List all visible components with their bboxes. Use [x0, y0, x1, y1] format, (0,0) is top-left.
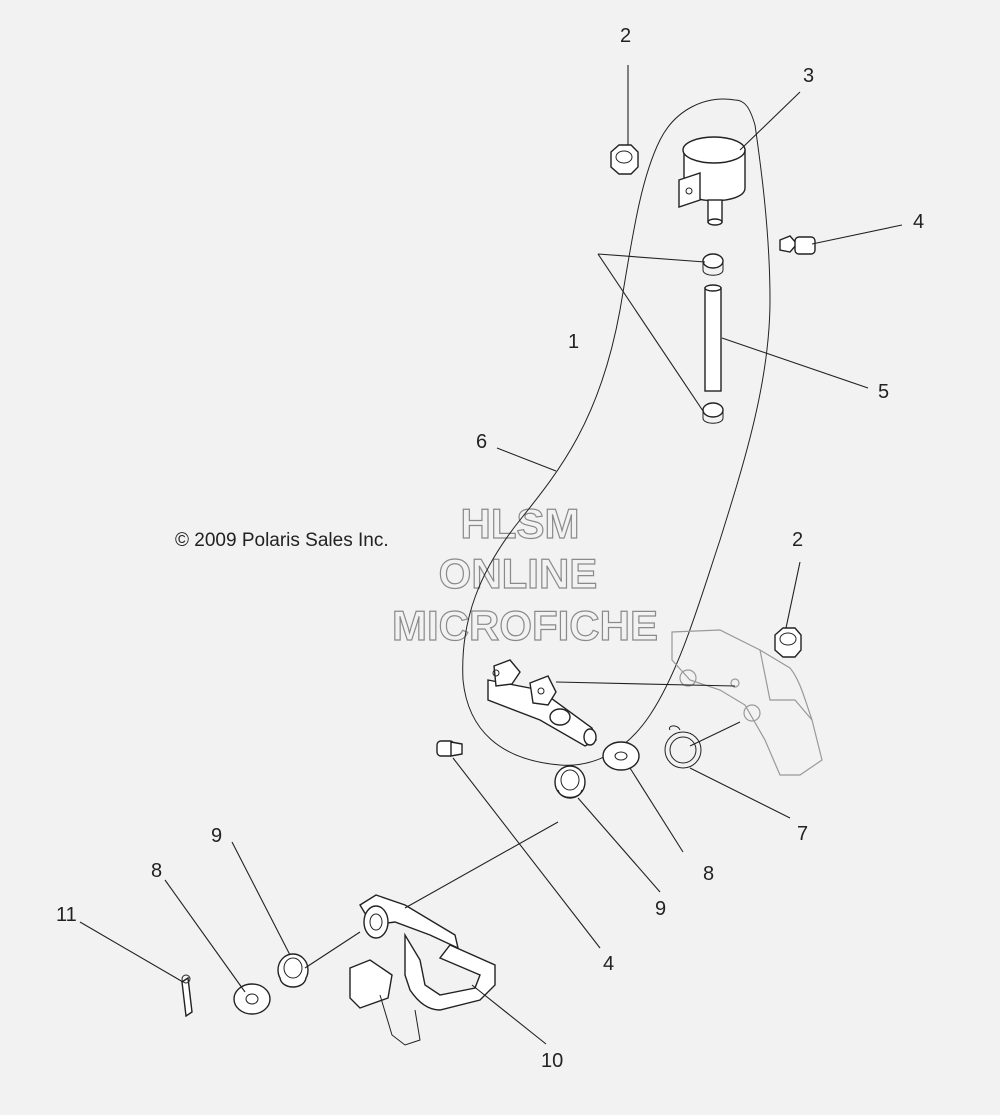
callout-11: 11: [56, 904, 77, 926]
callout-8-left: 8: [151, 860, 162, 882]
hose-6: [462, 98, 771, 766]
mounting-bracket: [671, 629, 823, 776]
callouts: 2 3 4 1 5 6 2 7 8 9 4 9 8 11 10: [56, 25, 924, 1072]
tube-part-5: [704, 284, 722, 392]
bushing-part-9-left: [277, 953, 309, 988]
brake-pedal-part-10: [349, 894, 496, 1046]
watermark: HLSM ONLINE MICROFICHE: [391, 499, 658, 649]
callout-5: 5: [878, 381, 889, 403]
spring-clip-part-7: [664, 725, 702, 769]
watermark-line-2: ONLINE: [439, 550, 598, 597]
bolt-part-4-top: [779, 235, 816, 255]
reservoir-part-3: [678, 136, 746, 226]
clamp-part-1-upper: [702, 253, 724, 276]
master-cylinder: [487, 659, 597, 747]
callout-4-top: 4: [913, 211, 924, 233]
callout-1: 1: [568, 331, 579, 353]
washer-part-8-right: [602, 741, 640, 771]
leader-lines: [79, 65, 903, 1045]
clamp-part-1-lower: [702, 402, 724, 424]
nut-part-2-middle: [774, 627, 802, 658]
nut-part-2-top: [610, 144, 639, 175]
callout-7: 7: [797, 823, 808, 845]
callout-6: 6: [476, 431, 487, 453]
watermark-line-1: HLSM: [461, 500, 580, 547]
bushing-part-9-right: [554, 765, 586, 799]
callout-2-top: 2: [620, 25, 631, 47]
watermark-line-3: MICROFICHE: [392, 602, 658, 649]
callout-4-bottom: 4: [603, 953, 614, 975]
callout-10: 10: [541, 1050, 563, 1072]
bolt-part-4-middle: [436, 740, 463, 757]
callout-9-left: 9: [211, 825, 222, 847]
copyright-text: © 2009 Polaris Sales Inc.: [175, 530, 389, 551]
cotter-pin-part-11: [181, 974, 193, 1018]
washer-part-8-left: [233, 983, 271, 1015]
callout-8-right: 8: [703, 863, 714, 885]
callout-2-middle: 2: [792, 529, 803, 551]
callout-3: 3: [803, 65, 814, 87]
callout-9-right: 9: [655, 898, 666, 920]
